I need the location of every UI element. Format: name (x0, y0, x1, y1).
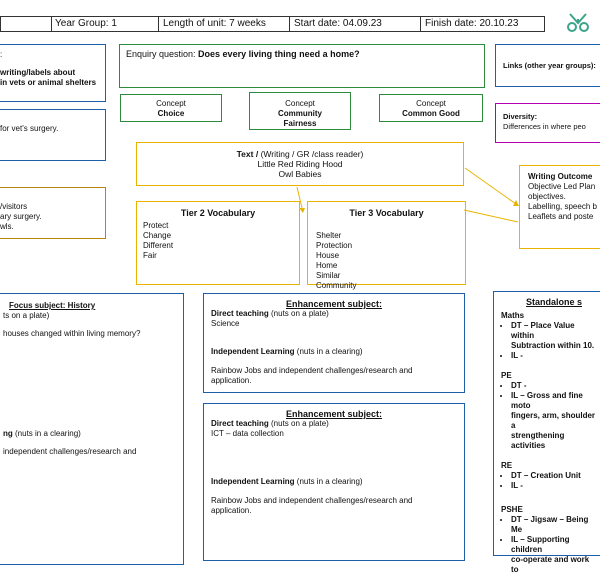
enhancement-subject-ict: Enhancement subject: Direct teaching (nu… (203, 403, 465, 561)
concept-choice: Concept Choice (120, 94, 222, 122)
enhancement-subject-name: Science (211, 319, 240, 328)
tier-2-vocabulary-box: Tier 2 Vocabulary Protect Change Differe… (136, 201, 300, 285)
focus-title: Focus subject: History (9, 301, 96, 310)
tier-2-title: Tier 2 Vocabulary (180, 208, 256, 218)
text-reader-box: Text / (Writing / GR /class reader) Litt… (136, 142, 464, 186)
enquiry-question: Does every living thing need a home? (198, 49, 360, 59)
book-title: Little Red Riding Hood (257, 159, 343, 169)
start-date: Start date: 04.09.23 (294, 18, 382, 29)
vocab-word: Protect (143, 221, 169, 230)
left-panel-role-play: for vet's surgery. (0, 109, 106, 161)
book-title: Owl Babies (278, 169, 322, 179)
year-group: Year Group: 1 (55, 18, 117, 29)
tier-3-title: Tier 3 Vocabulary (349, 208, 424, 218)
vocab-word: Shelter (316, 231, 342, 240)
vocab-word: Protection (316, 241, 353, 250)
enhancement-subject-science: Enhancement subject: Direct teaching (nu… (203, 293, 465, 393)
vocab-word: Home (316, 261, 338, 270)
focus-subject-box: Focus subject: History ts on a plate) ho… (0, 293, 184, 565)
diversity-box: Diversity: Differences in where peo (495, 103, 600, 143)
tier-3-vocabulary-box: Tier 3 Vocabulary Shelter Protection Hou… (307, 201, 466, 290)
enquiry-label: Enquiry question: (126, 49, 199, 59)
links-box: Links (other year groups): (495, 44, 600, 87)
standalone-subjects-box: Standalone s Maths DT – Place Value with… (493, 291, 600, 574)
vocab-word: Change (143, 231, 172, 240)
enquiry-question-box: Enquiry question: Does every living thin… (119, 44, 485, 88)
left-panel-writing: : writing/labels about in vets or animal… (0, 44, 106, 102)
vocab-word: Similar (316, 271, 341, 280)
unit-length: Length of unit: 7 weeks (163, 18, 266, 29)
header-bar: Year Group: 1 Length of unit: 7 weeks St… (0, 16, 545, 32)
finish-date: Finish date: 20.10.23 (425, 18, 519, 29)
vocab-word: Fair (143, 251, 157, 260)
enhancement-subject-name: ICT – data collection (211, 429, 284, 438)
left-panel-visitors: /visitors ary surgery. wls. (0, 187, 106, 239)
vocab-word: Different (143, 241, 174, 250)
concept-common-good: Concept Common Good (379, 94, 483, 122)
writing-outcome-box: Writing Outcome Objective Led Plan objec… (519, 165, 600, 249)
linked-rings-logo-icon (567, 13, 589, 32)
vocab-word: House (316, 251, 340, 260)
concept-community: Concept Community Fairness (249, 92, 351, 130)
vocab-word: Community (316, 281, 357, 290)
